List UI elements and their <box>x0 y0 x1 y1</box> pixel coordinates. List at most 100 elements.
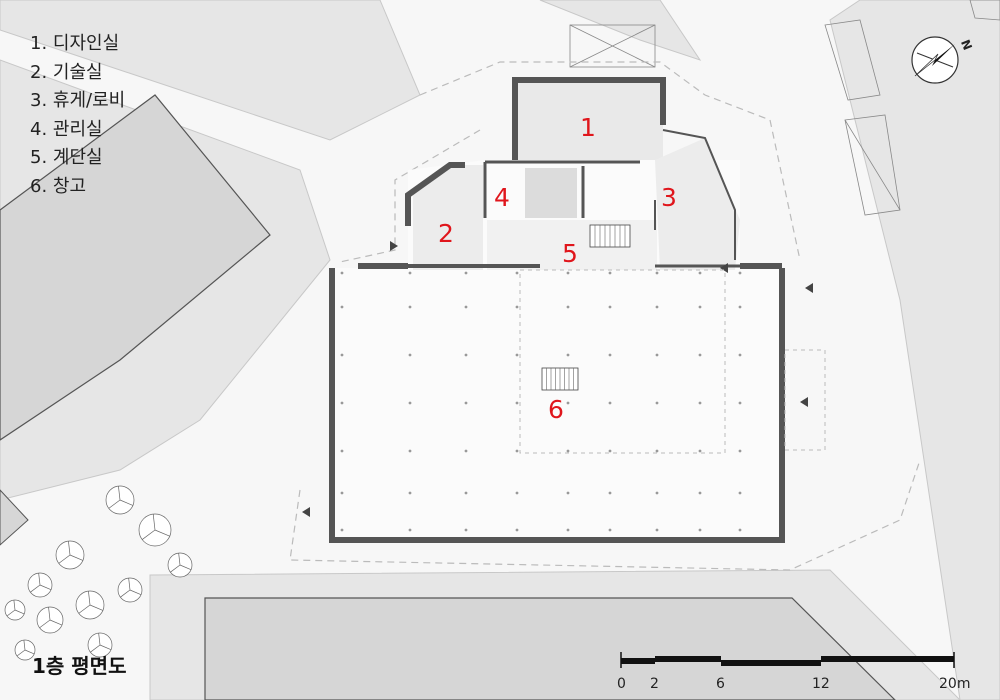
tree-branch <box>49 619 63 626</box>
tree-branch <box>39 584 52 590</box>
trees <box>4 485 193 661</box>
hatched-structure <box>969 0 1000 21</box>
scale-bar: 0 2 6 12 20m <box>617 652 970 692</box>
column-dot <box>566 353 570 357</box>
entrance-markers <box>302 241 813 517</box>
column-dot <box>738 491 742 495</box>
drawing-title: 1층 평면도 <box>32 654 127 678</box>
tree-branch <box>129 589 142 595</box>
tree-branch <box>89 604 104 611</box>
column-dot <box>515 449 519 453</box>
column-dot <box>698 401 702 405</box>
legend-item: 6. 창고 <box>30 175 87 197</box>
legend-item: 5. 계단실 <box>30 147 103 168</box>
column-dot <box>340 353 344 357</box>
tree-branch <box>16 649 26 657</box>
column-dot <box>738 305 742 309</box>
column-dot <box>608 528 612 532</box>
column-dot <box>566 528 570 532</box>
north-letter: N <box>958 38 975 53</box>
column-dot <box>464 271 468 275</box>
column-dot <box>408 491 412 495</box>
column-dot <box>738 449 742 453</box>
column-dot <box>698 528 702 532</box>
column-dot <box>655 271 659 275</box>
room-number-2: 2 <box>438 219 454 248</box>
column-dot <box>515 353 519 357</box>
site-block-top-right <box>539 0 702 61</box>
tree-branch <box>128 578 131 591</box>
tree-branch <box>88 591 91 606</box>
entrance-marker <box>720 263 728 273</box>
scale-tick-0: 0 <box>617 676 626 692</box>
dashed-annex <box>519 269 826 454</box>
room-number-6: 6 <box>548 395 564 424</box>
entrance-marker <box>800 397 808 407</box>
column-dot <box>340 449 344 453</box>
neighbour-building-bottom <box>204 597 896 700</box>
column-dot <box>655 449 659 453</box>
site-block-top <box>0 0 421 141</box>
column-dot <box>738 271 742 275</box>
tree-branch <box>38 573 41 586</box>
column-dot <box>515 305 519 309</box>
tree-branch <box>99 644 112 650</box>
column-dot <box>340 491 344 495</box>
tree-branch <box>23 640 26 651</box>
tree-branch <box>118 486 121 501</box>
tree-branch <box>120 589 131 598</box>
column-dot <box>340 271 344 275</box>
column-dot <box>408 401 412 405</box>
column-dot <box>566 401 570 405</box>
tree-branch <box>30 584 41 593</box>
column-dot <box>655 353 659 357</box>
scale-segment <box>721 660 821 666</box>
tree-branch <box>14 609 25 615</box>
room-number-3: 3 <box>661 183 677 212</box>
column-dot <box>738 528 742 532</box>
scale-segment <box>655 656 721 662</box>
column-dot <box>655 401 659 405</box>
column-dot <box>408 528 412 532</box>
column-dot <box>655 528 659 532</box>
neighbour-building-left <box>0 94 271 441</box>
north-arrow-needle <box>932 44 955 66</box>
room-number-1: 1 <box>580 113 596 142</box>
tree-branch <box>98 633 101 646</box>
legend-item: 1. 디자인실 <box>30 33 120 54</box>
legend-item: 4. 관리실 <box>30 118 103 140</box>
room-2-floor <box>413 165 483 270</box>
entrance-marker <box>805 283 813 293</box>
tree-branch <box>152 514 156 531</box>
site-block-right <box>829 0 1000 700</box>
column-dot <box>340 401 344 405</box>
scale-tick-2: 2 <box>650 676 659 692</box>
column-dot <box>408 449 412 453</box>
column-dot <box>608 449 612 453</box>
north-arrow-tail <box>914 53 939 77</box>
column-dot <box>566 491 570 495</box>
column-dot <box>655 491 659 495</box>
column-dot <box>340 305 344 309</box>
tree-branch <box>78 604 91 614</box>
room-number-5: 5 <box>562 239 578 268</box>
building-floor-main <box>332 268 782 542</box>
column-dot <box>515 528 519 532</box>
column-dot <box>566 449 570 453</box>
tree-branch <box>179 564 192 570</box>
column-dot <box>464 353 468 357</box>
tree-branch <box>24 649 35 655</box>
tree-branch <box>69 554 84 561</box>
column-dot <box>464 449 468 453</box>
column-dot <box>608 271 612 275</box>
column-dot <box>738 401 742 405</box>
tree-branch <box>13 600 16 611</box>
column-dot <box>608 353 612 357</box>
north-arrow-icon: N <box>911 36 975 84</box>
column-dot <box>655 305 659 309</box>
column-dot <box>515 491 519 495</box>
tree-branch <box>48 607 51 621</box>
